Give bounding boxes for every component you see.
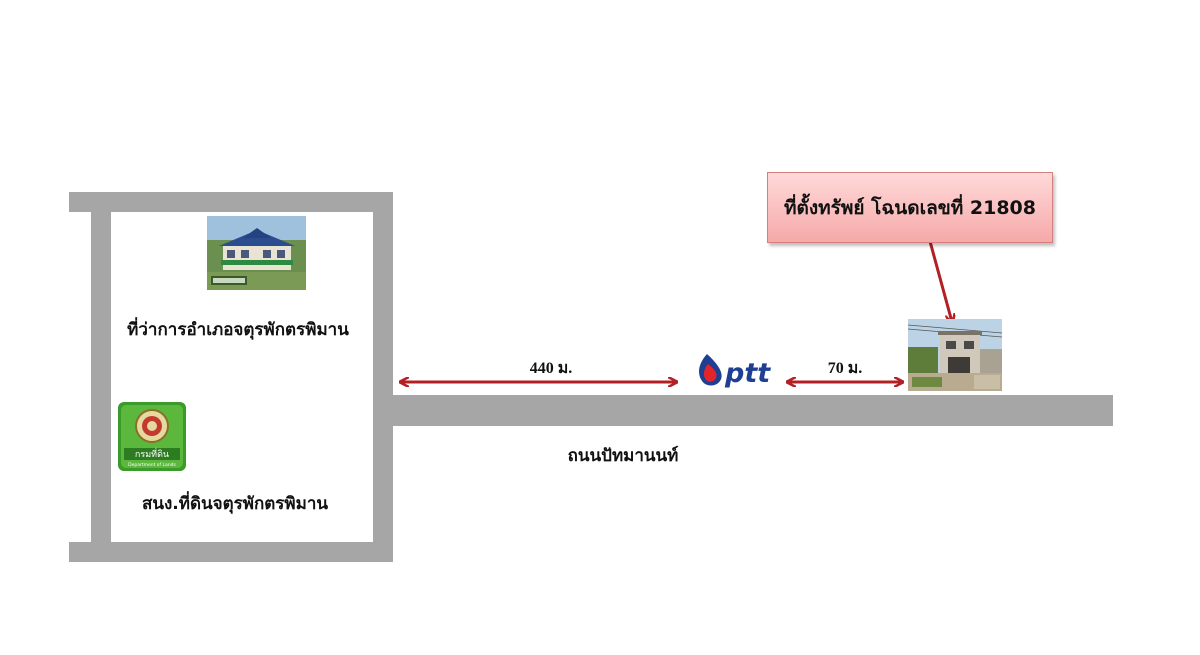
distance-ptt-to-property: 70 ม. bbox=[827, 360, 863, 377]
road-main-horizontal bbox=[373, 395, 1113, 426]
property-photo bbox=[908, 319, 1002, 391]
road-left-vertical bbox=[91, 192, 111, 562]
district-office-photo bbox=[207, 216, 306, 290]
property-callout-text: ที่ตั้งทรัพย์ โฉนดเลขที่ 21808 bbox=[784, 196, 1036, 219]
distance-office-to-ptt: 440 ม. bbox=[529, 360, 573, 377]
district-office-label: ที่ว่าการอำเภอจตุรพักตรพิมาน bbox=[127, 320, 349, 340]
property-callout-box: ที่ตั้งทรัพย์ โฉนดเลขที่ 21808 bbox=[767, 172, 1053, 243]
land-dept-english-text: Department of Lands bbox=[128, 462, 176, 468]
main-road-name: ถนนปัทมานนท์ bbox=[567, 446, 679, 466]
road-top bbox=[69, 192, 393, 212]
callout-pointer-arrow bbox=[926, 233, 952, 322]
land-office-label: สนง.ที่ดินจตุรพักตรพิมาน bbox=[141, 494, 329, 514]
land-dept-thai-text: กรมที่ดิน bbox=[135, 447, 169, 460]
ptt-logo-text: ptt bbox=[724, 358, 771, 389]
road-bottom bbox=[69, 542, 393, 562]
land-department-logo: กรมที่ดิน Department of Lands bbox=[118, 402, 186, 471]
road-office-right-vertical bbox=[373, 192, 393, 562]
ptt-logo: ptt bbox=[694, 350, 784, 390]
